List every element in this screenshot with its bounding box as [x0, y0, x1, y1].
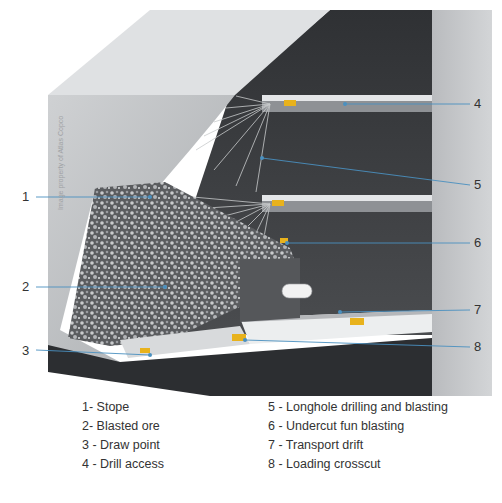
watermark: Image property of Atlas Copco [57, 116, 64, 210]
legend-entry: 1- Stope [82, 400, 129, 414]
leader-dot [285, 241, 289, 245]
callout-number: 2 [22, 279, 29, 294]
callout-number: 8 [474, 339, 481, 354]
legend-entry: 7 - Transport drift [268, 438, 363, 452]
loader [232, 334, 246, 341]
leader-dot [148, 353, 152, 357]
rock-top-face [48, 10, 330, 95]
callout-number: 3 [22, 343, 29, 358]
leader-line [36, 104, 470, 355]
leader-dot [243, 338, 247, 342]
legend-entry: 8 - Loading crosscut [268, 457, 381, 471]
loader [140, 348, 150, 353]
legend-entry: 2- Blasted ore [82, 419, 160, 433]
rock-base [48, 338, 432, 396]
leader-dot [260, 156, 264, 160]
drill-rig [284, 100, 296, 106]
loading-crosscut [120, 326, 250, 358]
leader-dots [148, 102, 347, 357]
leader-dot [163, 285, 167, 289]
vent-duct [282, 284, 312, 298]
leader-dot [148, 195, 152, 199]
legend-entry: 4 - Drill access [82, 457, 164, 471]
drill-access-drift [262, 95, 432, 112]
rock-right-wall [432, 10, 492, 396]
leader-lines [36, 104, 470, 355]
legend-entry: 3 - Draw point [82, 438, 160, 452]
drill-access-roof [262, 195, 432, 201]
drill-access-drift [262, 195, 432, 212]
callout-number: 1 [22, 189, 29, 204]
legend-entry: 6 - Undercut fun blasting [268, 419, 404, 433]
legend-entry: 5 - Longhole drilling and blasting [268, 400, 448, 414]
leader-dot [338, 310, 342, 314]
callout-number: 4 [474, 96, 481, 111]
callout-number: 5 [474, 177, 481, 192]
callout-number: 6 [474, 235, 481, 250]
leader-dot [343, 102, 347, 106]
callout-number: 7 [474, 302, 481, 317]
drill-rig [272, 200, 284, 206]
loader [350, 318, 364, 325]
